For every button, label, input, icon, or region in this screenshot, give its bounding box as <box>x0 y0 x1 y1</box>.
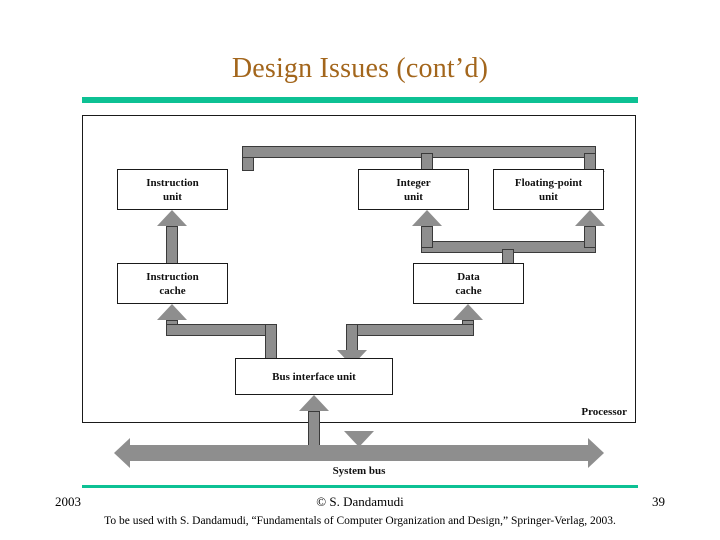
box-floating-point-unit-line2: unit <box>539 190 558 203</box>
box-floating-point-unit[interactable]: Floating-point unit <box>493 169 604 210</box>
arrowhead-system-bus-down <box>344 431 374 447</box>
box-instruction-unit-line1: Instruction <box>146 176 199 189</box>
box-instruction-unit[interactable]: Instruction unit <box>117 169 228 210</box>
footer-divider <box>82 485 638 488</box>
bus-riser-integer <box>421 226 433 248</box>
arrowhead-fp-up <box>575 210 605 226</box>
footer-year: 2003 <box>55 494 81 509</box>
footer-attribution: To be used with S. Dandamudi, “Fundament… <box>104 515 616 527</box>
box-bus-interface-unit[interactable]: Bus interface unit <box>235 358 393 395</box>
footer-author: © S. Dandamudi <box>316 494 404 509</box>
box-instruction-cache-line2: cache <box>159 284 186 297</box>
box-instruction-unit-line2: unit <box>163 190 182 203</box>
system-bus-label: System bus <box>332 465 386 477</box>
box-instruction-cache-line1: Instruction <box>146 270 199 283</box>
footer-page-number: 39 <box>652 494 665 509</box>
bus-dcache-elbow-horiz <box>346 324 474 336</box>
box-bus-interface-unit-line1: Bus interface unit <box>272 370 356 383</box>
bus-biu-drop <box>346 324 358 352</box>
arrowhead-data-cache-up <box>453 304 483 320</box>
box-data-cache-line2: cache <box>455 284 482 297</box>
arrowhead-integer-up <box>412 210 442 226</box>
arrowhead-system-bus-right <box>588 438 604 468</box>
bus-icache-elbow-horiz <box>166 324 277 336</box>
box-data-cache[interactable]: Data cache <box>413 263 524 304</box>
system-bus-shaft <box>130 445 588 461</box>
box-integer-unit[interactable]: Integer unit <box>358 169 469 210</box>
box-integer-unit-line2: unit <box>404 190 423 203</box>
box-instruction-cache[interactable]: Instruction cache <box>117 263 228 304</box>
arrowhead-instruction-unit-up <box>157 210 187 226</box>
footer: 2003 © S. Dandamudi 39 <box>55 494 665 510</box>
box-data-cache-line1: Data <box>457 270 480 283</box>
arrowhead-biu-up <box>299 395 329 411</box>
arrowhead-instruction-cache-up <box>157 304 187 320</box>
page-title: Design Issues (cont’d) <box>231 53 489 84</box>
processor-block-diagram: Processor Instruction unit Integer unit … <box>82 113 638 485</box>
box-floating-point-unit-line1: Floating-point <box>514 176 583 189</box>
processor-label: Processor <box>581 406 627 418</box>
title-divider <box>82 97 638 103</box>
bus-riser-fp <box>584 226 596 248</box>
box-integer-unit-line1: Integer <box>396 176 431 189</box>
bus-top-horizontal <box>242 146 596 158</box>
arrowhead-system-bus-left <box>114 438 130 468</box>
